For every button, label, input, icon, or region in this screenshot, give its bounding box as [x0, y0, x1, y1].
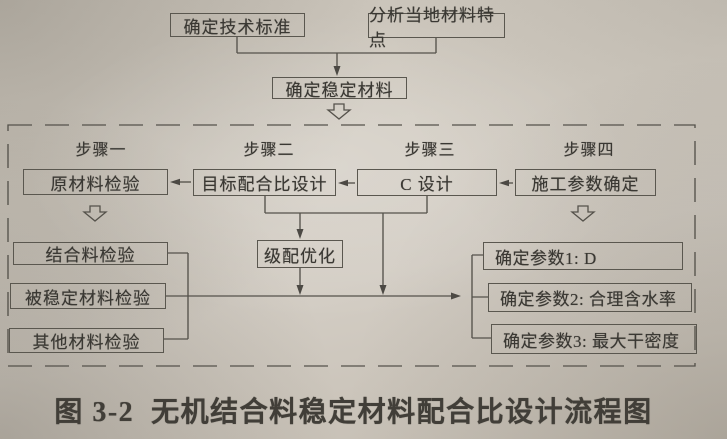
box-target-mix-design: 目标配合比设计 — [193, 169, 336, 196]
box-param-3: 确定参数3: 最大干密度 — [491, 324, 697, 354]
hollow-down-arrow-construction — [570, 205, 596, 222]
box-binder-test: 结合料检验 — [13, 242, 168, 265]
label-step-3: 步骤三 — [404, 142, 456, 159]
box-determine-stable-material: 确定稳定材料 — [272, 77, 407, 100]
design-scope-dashed-border — [7, 124, 696, 367]
box-raw-material-test: 原材料检验 — [23, 169, 168, 195]
arrowhead-down-to-bottomline-1 — [379, 285, 387, 295]
box-determine-tech-standard: 确定技术标准 — [170, 13, 305, 37]
arrowhead-left-1 — [170, 178, 180, 186]
hollow-down-arrow-stable — [326, 103, 352, 120]
arrowhead-down-to-bottomline-2 — [296, 285, 304, 295]
connector-mid-bus — [264, 196, 428, 285]
box-stabilized-material-test: 被稳定材料检验 — [10, 283, 166, 309]
box-other-material-test: 其他材料检验 — [9, 328, 164, 353]
arrowhead-right-to-params — [451, 292, 461, 300]
arrowhead-down-to-grading — [296, 229, 304, 239]
connector-top-merge — [236, 37, 437, 66]
connector-right-bracket — [471, 254, 491, 339]
figure-caption: 图 3-2 无机结合料稳定材料配合比设计流程图 — [54, 397, 653, 428]
label-step-4: 步骤四 — [563, 142, 615, 159]
label-step-2: 步骤二 — [243, 142, 295, 159]
arrowhead-down-to-stable — [333, 66, 341, 76]
box-c-design: C 设计 — [357, 169, 497, 196]
box-param-1: 确定参数1: D — [483, 242, 683, 270]
box-analyze-local-materials: 分析当地材料特点 — [368, 6, 505, 50]
box-gradation-optimization: 级配优化 — [257, 240, 343, 268]
box-param-2: 确定参数2: 合理含水率 — [488, 283, 692, 312]
arrowhead-left-2 — [338, 179, 348, 187]
hollow-down-arrow-raw — [82, 205, 108, 222]
box-construction-params: 施工参数确定 — [515, 169, 656, 196]
label-step-1: 步骤一 — [75, 142, 127, 159]
arrowhead-left-3 — [499, 179, 509, 187]
